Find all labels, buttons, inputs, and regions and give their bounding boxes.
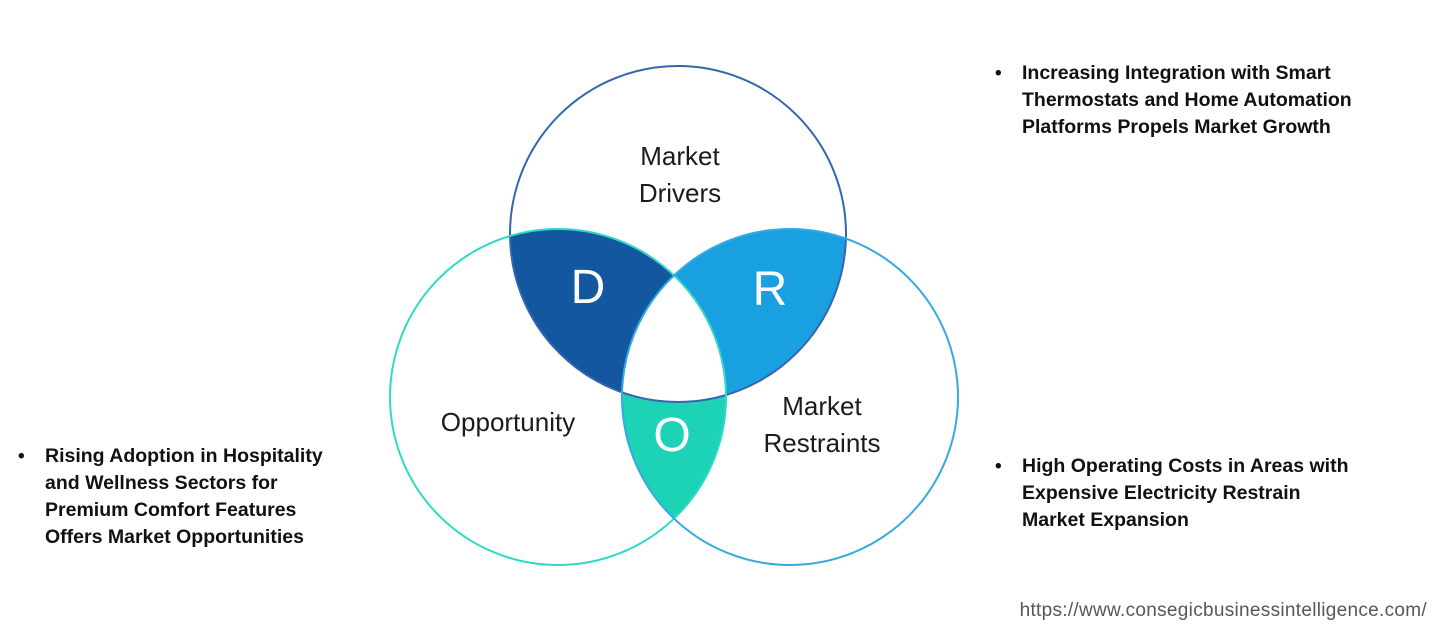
opportunity-circle	[389, 228, 727, 566]
market-drivers-label: Market Drivers	[638, 141, 722, 208]
bullet-icon: •	[995, 456, 1002, 477]
source-url-link[interactable]: https://www.consegicbusinessintelligence…	[1019, 600, 1427, 621]
driver-note-text: Increasing Integration with Smart Thermo…	[1022, 62, 1352, 138]
restraint-note-item: • High Operating Costs in Areas with Exp…	[995, 453, 1435, 534]
opportunity-label: Opportunity	[440, 407, 576, 437]
overlap-letter-o: O	[653, 409, 691, 462]
restraint-note-text: High Operating Costs in Areas with Expen…	[1022, 455, 1349, 531]
market-drivers-circle	[509, 65, 847, 403]
opportunity-note-text: Rising Adoption in Hospitality and Welln…	[45, 445, 323, 548]
overlap-letter-d: D	[570, 261, 606, 314]
market-restraints-label: Market Restraints	[763, 391, 881, 458]
bullet-icon: •	[995, 63, 1002, 84]
bullet-icon: •	[18, 446, 25, 467]
driver-note-item: • Increasing Integration with Smart Ther…	[995, 60, 1435, 141]
market-restraints-circle	[621, 228, 959, 566]
overlap-letter-r: R	[752, 263, 788, 316]
opportunity-note-item: • Rising Adoption in Hospitality and Wel…	[18, 443, 398, 551]
